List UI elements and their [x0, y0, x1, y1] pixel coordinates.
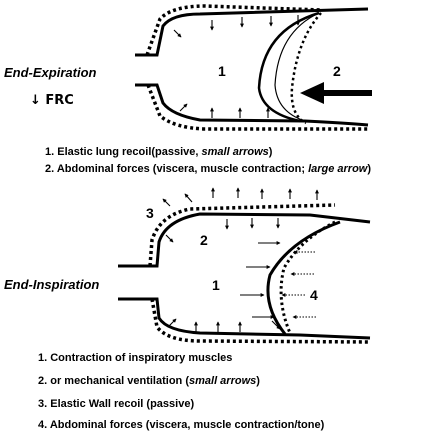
elastic-wall-recoil-arrows	[162, 187, 319, 207]
bottom-legend-item-4: 4. Abdominal forces (viscera, muscle con…	[38, 419, 325, 431]
end-expiration-panel: End-Expiration ↓ FRC 1 2 1. Elastic lung…	[4, 4, 372, 175]
bottom-legend-item-3: 3. Elastic Wall recoil (passive)	[38, 398, 194, 410]
chest-wall-dotted-upper-inspiration	[148, 203, 336, 267]
chest-wall-dotted-lower-inspiration	[150, 298, 371, 344]
lung-outline-lower-inspiration	[118, 297, 371, 340]
bottom-region-4-label: 4	[310, 287, 318, 303]
diaphragm-push-arrows	[240, 241, 281, 330]
end-expiration-label: End-Expiration	[4, 65, 97, 80]
chest-wall-dotted-upper	[145, 4, 323, 56]
diaphragm-curve-inner	[274, 12, 320, 122]
top-legend-item-2: 2. Abdominal forces (viscera, muscle con…	[45, 163, 371, 175]
top-legend-item-1: 1. Elastic lung recoil(passive, small ar…	[45, 146, 273, 158]
end-inspiration-label: End-Inspiration	[4, 277, 99, 292]
lung-outline-upper-inspiration	[118, 212, 371, 268]
frc-decrease-label: ↓ FRC	[30, 93, 74, 108]
elastic-recoil-small-arrows	[173, 15, 300, 118]
end-inspiration-panel: End-Inspiration 3 2 1 4 1. Contraction o…	[4, 187, 371, 431]
inspiratory-small-arrows	[165, 218, 280, 332]
chest-wall-dotted-lower	[146, 84, 368, 131]
bottom-region-3-label: 3	[146, 205, 154, 221]
abdominal-force-large-arrow	[300, 82, 372, 104]
top-region-1-label: 1	[218, 63, 226, 79]
diaphragm-curve-outer	[257, 11, 320, 123]
abdominal-force-dotted-arrows	[281, 250, 316, 319]
top-region-2-label: 2	[333, 63, 341, 79]
lung-outline-upper	[135, 7, 369, 57]
bottom-legend-item-1: 1. Contraction of inspiratory muscles	[38, 352, 232, 364]
bottom-region-2-label: 2	[200, 232, 208, 248]
diaphragm-curve-dotted	[290, 12, 322, 125]
bottom-legend-item-2: 2. or mechanical ventilation (small arro…	[38, 375, 260, 387]
lung-outline-lower	[135, 83, 369, 127]
bottom-region-1-label: 1	[212, 277, 220, 293]
